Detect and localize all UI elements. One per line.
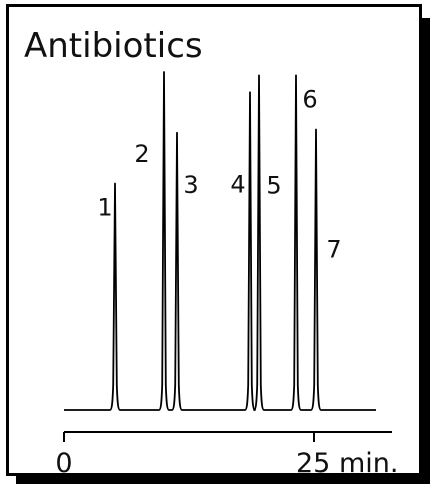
x-ticks: 0 25 min. (55, 432, 398, 479)
peak-label-3: 3 (183, 171, 198, 199)
peak-label-1: 1 (97, 194, 112, 222)
peak-label-6: 6 (302, 85, 317, 113)
frame-shadow-right (422, 18, 430, 480)
x-tick-label: 25 min. (296, 448, 398, 479)
x-tick-label: 0 (55, 448, 72, 479)
chromatogram-trace (64, 71, 376, 411)
peak-label-7: 7 (326, 236, 341, 264)
chart-frame (6, 4, 422, 476)
peak-label-4: 4 (230, 170, 245, 198)
chart-title: Antibiotics (24, 26, 203, 66)
frame-shadow-bottom (16, 476, 430, 484)
peak-label-2: 2 (134, 140, 149, 168)
peak-label-5: 5 (266, 171, 281, 199)
